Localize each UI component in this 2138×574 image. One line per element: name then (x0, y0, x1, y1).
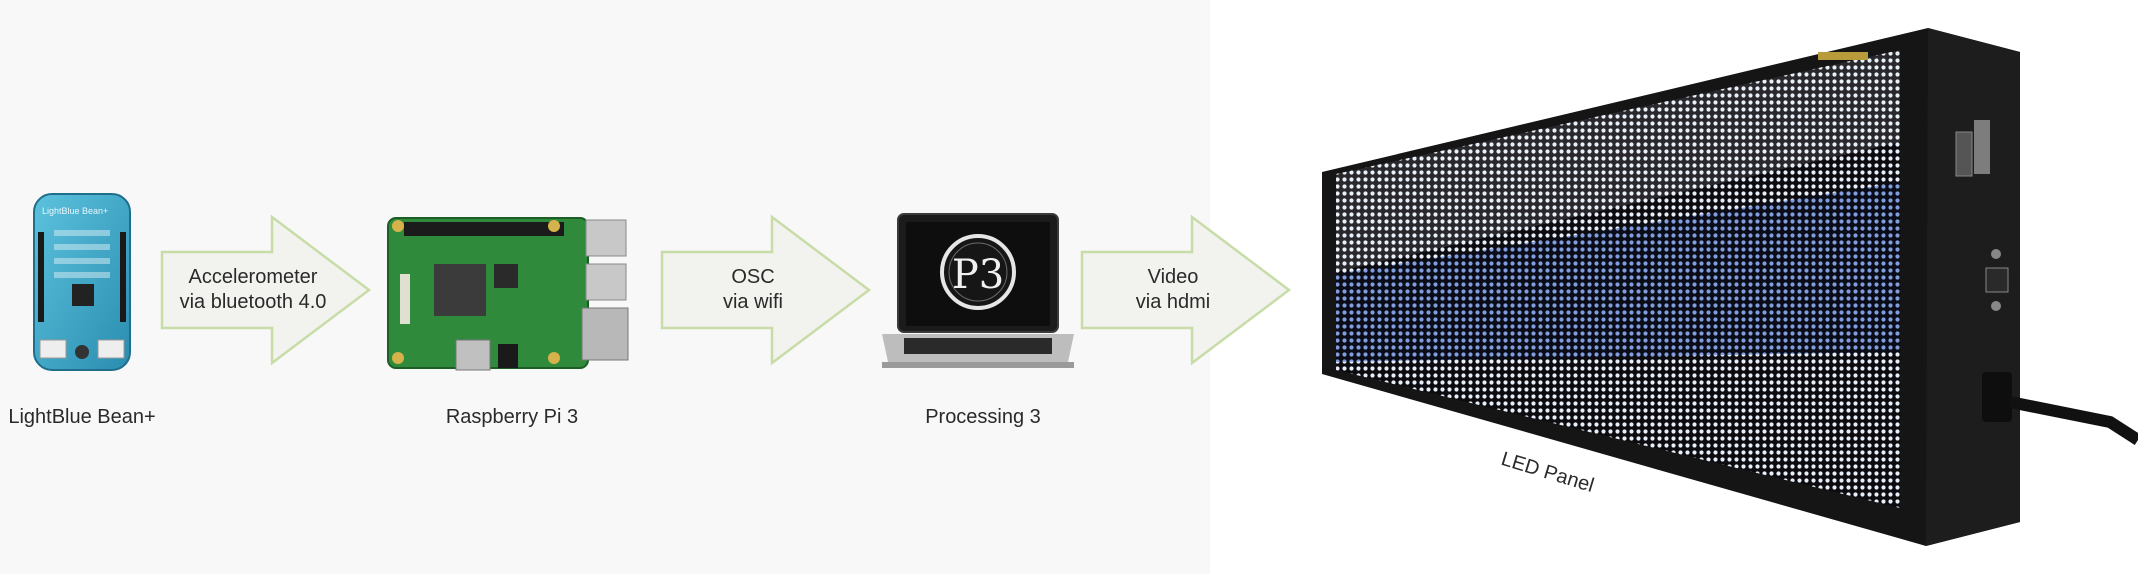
arrow-1-text: Accelerometer via bluetooth 4.0 (160, 265, 346, 315)
raspberry-pi-board-icon (386, 214, 630, 374)
arrow-1-line1: Accelerometer (188, 266, 318, 288)
device-label-laptop: Processing 3 (925, 406, 1041, 428)
arrow-3-text: Video via hdmi (1080, 265, 1266, 315)
arrow-2-text: OSC via wifi (660, 265, 846, 315)
bean-board-text: LightBlue Bean+ (42, 206, 108, 216)
laptop-processing-icon: P3 (878, 212, 1078, 380)
arrow-2-line1: OSC (731, 266, 775, 288)
flow-arrow-3 (1080, 214, 1292, 366)
flow-arrow-1 (160, 214, 372, 366)
arrow-1-line2: via bluetooth 4.0 (179, 291, 327, 313)
device-label-rpi: Raspberry Pi 3 (445, 406, 579, 428)
arrow-2-line2: via wifi (722, 291, 783, 313)
arrow-3-line2: via hdmi (1135, 291, 1211, 313)
flow-arrow-2 (660, 214, 872, 366)
lightblue-bean-board-icon: LightBlue Bean+ (32, 192, 132, 372)
led-panel-icon (1320, 22, 2138, 552)
arrow-3-line1: Video (1147, 266, 1199, 288)
processing-logo-text: P3 (952, 252, 1004, 298)
device-label-bean: LightBlue Bean+ (8, 406, 156, 428)
